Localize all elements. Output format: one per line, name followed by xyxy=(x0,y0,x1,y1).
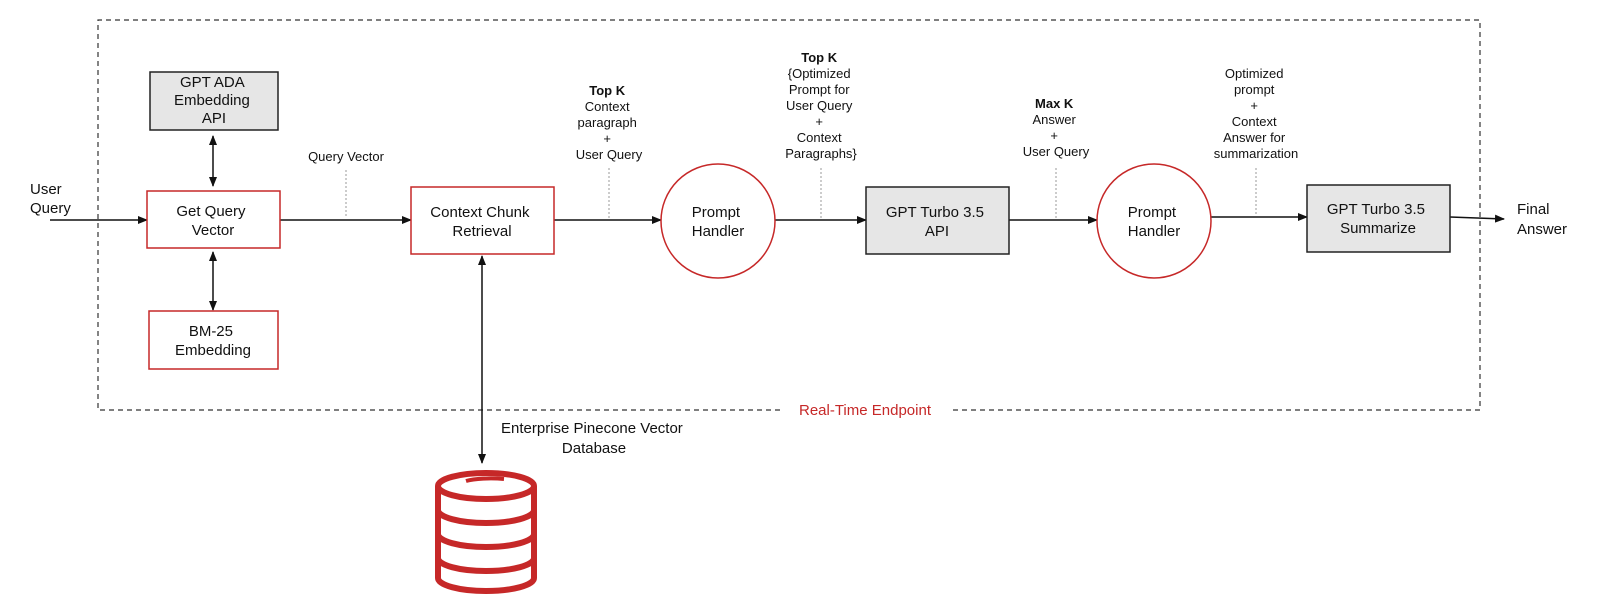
input-label-line-1: User xyxy=(30,181,62,198)
node-prompt-handler-2: Prompt Handler xyxy=(1096,163,1212,279)
pinecone-db-label: Enterprise Pinecone Vector Database xyxy=(501,420,687,457)
edge-label-top-k-context: Top K Context paragraph + User Query xyxy=(576,83,643,162)
real-time-endpoint-boundary: Real-Time Endpoint xyxy=(97,19,1481,419)
node-gpt-turbo-summarize: GPT Turbo 3.5 Summarize xyxy=(1306,184,1451,253)
output-label-line-1: Final xyxy=(1517,201,1550,218)
node-bm25-embedding: BM-25 Embedding xyxy=(148,310,279,370)
svg-text:GPT Turbo 3.5 Summarize: GPT Turbo 3.5 Summarize xyxy=(1327,201,1429,237)
node-context-chunk-retrieval: Context Chunk Retrieval xyxy=(410,186,555,255)
output-label-line-2: Answer xyxy=(1517,221,1567,238)
node-prompt-handler-1: Prompt Handler xyxy=(660,163,776,279)
edge-label-max-k-answer: Max K Answer + User Query xyxy=(1023,96,1090,159)
input-label-line-2: Query xyxy=(30,200,71,217)
svg-text:Prompt Handler: Prompt Handler xyxy=(692,204,745,240)
svg-text:Context Chunk Retrieval: Context Chunk Retrieval xyxy=(430,204,533,240)
svg-text:GPT ADA Embedding: GPT ADA Embedding API xyxy=(174,74,254,127)
node-gpt-ada-embedding: GPT ADA Embedding API xyxy=(149,71,279,131)
node-gpt-turbo-api: GPT Turbo 3.5 API xyxy=(865,186,1010,255)
svg-text:GPT Turbo 3.5 API: GPT Turbo 3.5 API xyxy=(886,204,988,240)
boundary-label: Real-Time Endpoint xyxy=(799,402,932,419)
arrow-summarize-output xyxy=(1449,214,1505,223)
svg-text:BM-25 Embedding: BM-25 Embedding xyxy=(175,323,251,359)
node-get-query-vector: Get Query Vector xyxy=(146,190,281,249)
svg-text:Prompt Handler: Prompt Handler xyxy=(1128,204,1181,240)
edge-label-query-vector: Query Vector xyxy=(308,149,385,164)
database-icon xyxy=(435,470,537,594)
svg-text:Get Query Vector: Get Query Vector xyxy=(176,203,249,239)
edge-label-top-k-prompt: Top K {Optimized Prompt for User Query +… xyxy=(785,50,857,161)
edge-label-optimized-prompt: Optimized prompt + Context Answer for su… xyxy=(1214,66,1299,161)
